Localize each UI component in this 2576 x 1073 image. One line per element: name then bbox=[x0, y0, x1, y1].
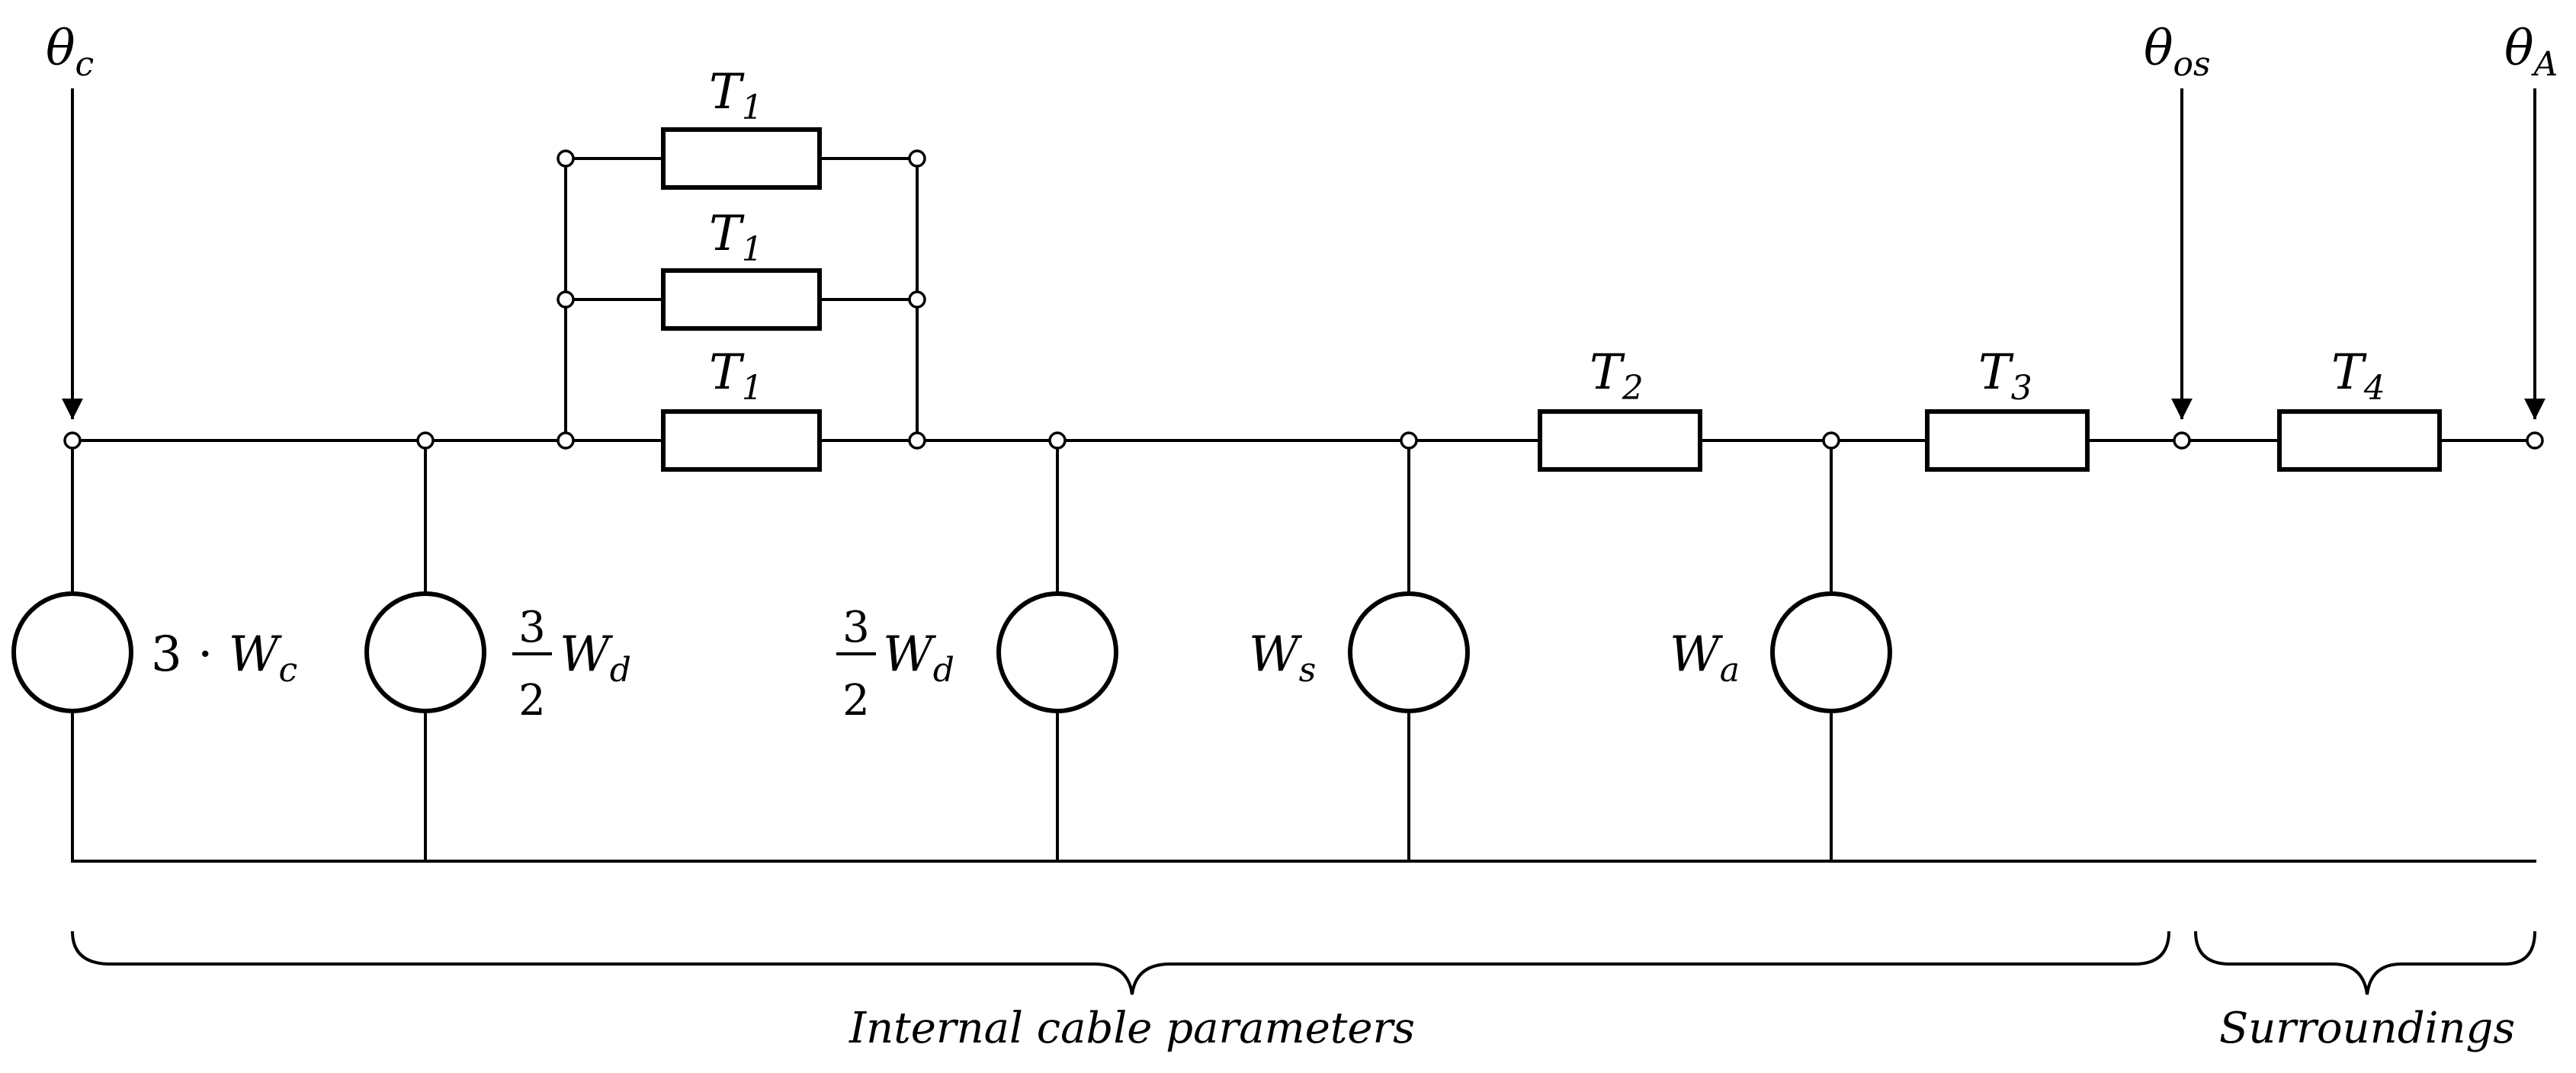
svg-text:Wd: Wd bbox=[560, 626, 631, 690]
nodes bbox=[63, 149, 2544, 450]
svg-text:2: 2 bbox=[842, 676, 870, 725]
caption-surroundings: Surroundings bbox=[2219, 1004, 2515, 1053]
label-wd-right: 3 2 Wd bbox=[836, 603, 954, 725]
resistor-t2 bbox=[1538, 409, 1702, 472]
source-wd-left bbox=[364, 591, 486, 713]
label-wc: 3 · Wc bbox=[151, 626, 297, 690]
source-wa bbox=[1770, 591, 1892, 713]
label-t1-top: T1 bbox=[709, 64, 763, 127]
label-t3: T3 bbox=[1978, 344, 2032, 408]
label-theta-os: θos bbox=[2144, 21, 2211, 84]
source-wc bbox=[11, 591, 133, 713]
resistor-t3 bbox=[1925, 409, 2090, 472]
label-t4: T4 bbox=[2331, 344, 2385, 408]
caption-internal: Internal cable parameters bbox=[849, 1004, 1415, 1053]
source-ws bbox=[1348, 591, 1470, 713]
svg-text:Wd: Wd bbox=[883, 626, 954, 690]
resistor-t1-top bbox=[661, 127, 822, 190]
svg-text:3: 3 bbox=[842, 603, 870, 652]
label-t1-bottom: T1 bbox=[709, 344, 763, 408]
brace-surroundings bbox=[2194, 930, 2536, 995]
label-t2: T2 bbox=[1590, 344, 1644, 408]
label-ws: Ws bbox=[1249, 626, 1316, 690]
label-t1-middle: T1 bbox=[709, 206, 763, 269]
svg-text:2: 2 bbox=[518, 676, 546, 725]
resistor-t4 bbox=[2277, 409, 2442, 472]
source-wd-right bbox=[996, 591, 1118, 713]
brace-internal bbox=[71, 930, 2170, 995]
label-wa: Wa bbox=[1670, 626, 1740, 690]
label-wd-left: 3 2 Wd bbox=[512, 603, 631, 725]
label-theta-a: θA bbox=[2504, 21, 2558, 84]
resistor-t1-bottom bbox=[661, 409, 822, 472]
resistor-t1-middle bbox=[661, 268, 822, 331]
label-theta-c: θc bbox=[46, 21, 94, 84]
svg-text:3: 3 bbox=[518, 603, 546, 652]
